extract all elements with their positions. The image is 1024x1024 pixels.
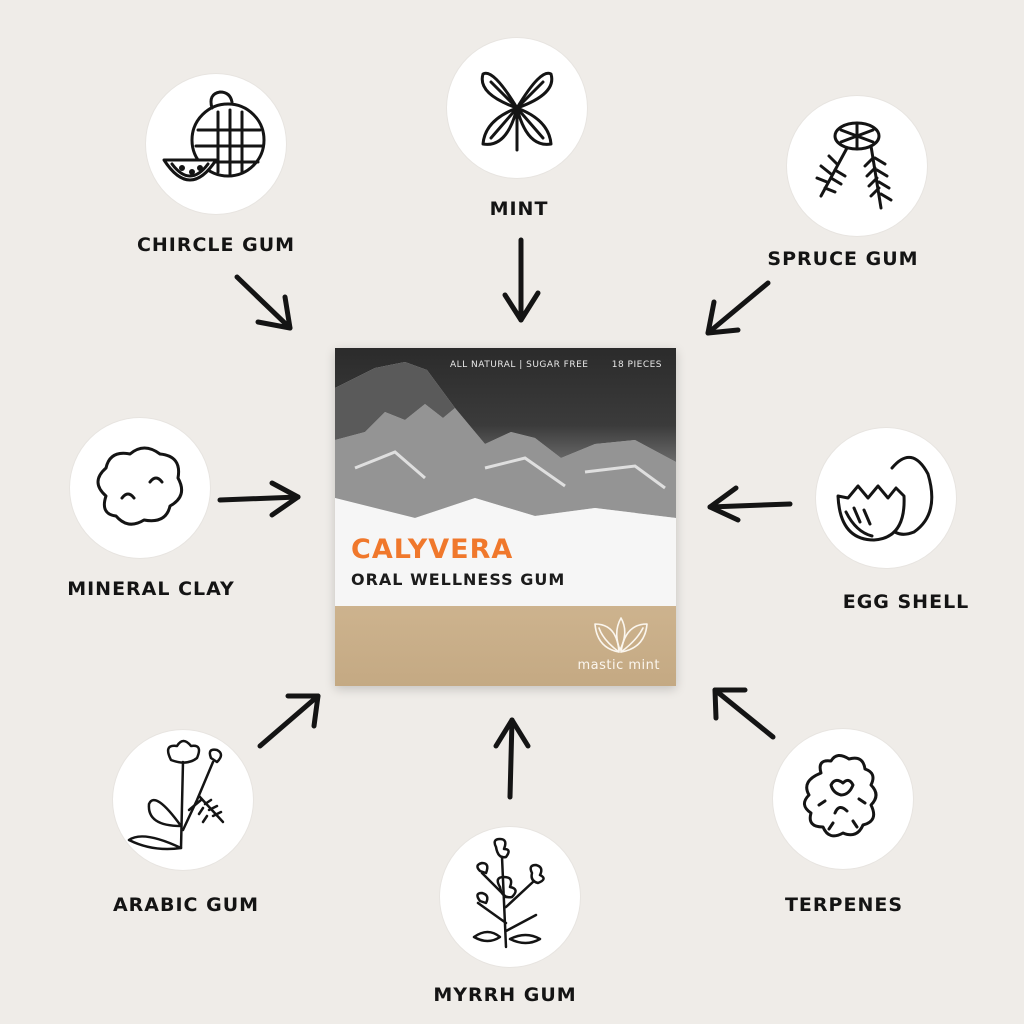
arrow-terpenes <box>712 687 776 740</box>
arrow-mineral-clay <box>217 480 301 518</box>
arrow-chircle-gum <box>234 274 293 331</box>
product-tagline: ALL NATURAL | SUGAR FREE <box>450 360 589 370</box>
spruce-gum-icon-circle <box>787 96 927 236</box>
arrow-arabic-gum <box>257 693 321 749</box>
egg-shell-label: EGG SHELL <box>842 591 970 613</box>
mint-leaves-icon <box>480 71 554 152</box>
arabic-gum-icon-circle <box>113 730 253 870</box>
egg-shell-icon-circle <box>816 428 956 568</box>
myrrh-gum-label: MYRRH GUM <box>433 984 577 1006</box>
arrow-myrrh-gum <box>493 717 531 800</box>
chircle-gum-label: CHIRCLE GUM <box>136 234 296 256</box>
mountain-illustration <box>335 362 676 606</box>
arrow-spruce-gum <box>705 280 771 336</box>
product-box: ALL NATURAL | SUGAR FREE 18 PIECES CALYV… <box>335 348 676 686</box>
spruce-branch-icon <box>815 121 893 210</box>
melon-icon <box>162 90 266 182</box>
acacia-flower-icon <box>127 739 225 851</box>
product-pieces: 18 PIECES <box>611 360 662 370</box>
chircle-gum-icon-circle <box>146 74 286 214</box>
arrow-egg-shell <box>707 485 793 523</box>
mint-label: MINT <box>489 198 549 220</box>
mineral-clay-label: MINERAL CLAY <box>67 578 235 600</box>
myrrh-gum-icon-circle <box>440 827 580 967</box>
terpenes-label: TERPENES <box>784 894 904 916</box>
spruce-gum-label: SPRUCE GUM <box>767 248 919 270</box>
mint-icon-circle <box>447 38 587 178</box>
terpenes-icon-circle <box>773 729 913 869</box>
brand-name: CALYVERA <box>351 534 514 565</box>
leaf-icon <box>594 617 648 653</box>
myrrh-flower-icon <box>472 837 545 949</box>
arabic-gum-label: ARABIC GUM <box>112 894 260 916</box>
arrow-mint <box>502 237 541 323</box>
flavor-label: mastic mint <box>577 658 660 673</box>
mineral-clay-icon-circle <box>70 418 210 558</box>
terpene-bud-icon <box>803 754 878 838</box>
egg-icon <box>836 456 934 542</box>
product-subtitle: ORAL WELLNESS GUM <box>351 570 566 589</box>
clay-icon <box>96 446 184 526</box>
